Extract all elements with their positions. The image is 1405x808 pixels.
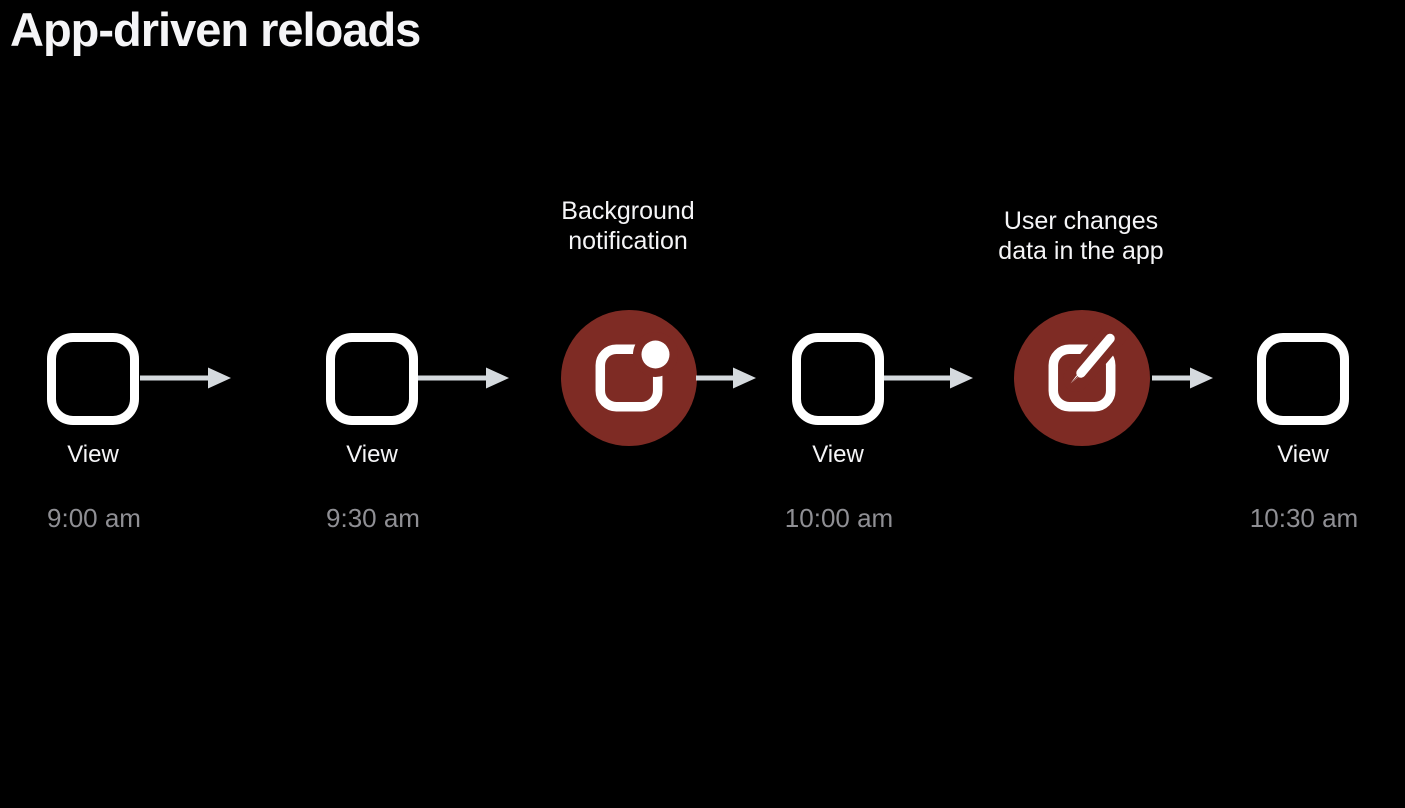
time-label-3: 10:00 am <box>784 503 894 533</box>
view-square-icon <box>1257 333 1349 425</box>
event-caption-notification: Background notification <box>561 197 695 255</box>
arrow-right-icon <box>1152 367 1213 389</box>
view-node-label: View <box>67 441 119 468</box>
view-square-icon <box>326 333 418 425</box>
view-square-icon <box>792 333 884 425</box>
view-node-2: View <box>326 333 418 469</box>
view-node-label: View <box>812 441 864 468</box>
view-node-label: View <box>1277 441 1329 468</box>
arrow-right-icon <box>418 367 509 389</box>
app-badge-notification-icon <box>595 332 678 412</box>
time-label-1: 9:00 am <box>47 503 141 533</box>
time-label-2: 9:30 am <box>326 503 420 533</box>
arrow-right-icon <box>140 367 231 389</box>
view-node-4: View <box>1257 333 1349 469</box>
view-node-1: View <box>47 333 139 469</box>
time-label-4: 10:30 am <box>1249 503 1359 533</box>
arrow-right-icon <box>884 367 973 389</box>
square-and-pencil-icon <box>1048 328 1129 412</box>
event-caption-user-edit: User changes data in the app <box>998 207 1164 265</box>
page-title: App-driven reloads <box>10 3 421 56</box>
event-node-notification <box>561 310 697 446</box>
event-node-user-edit <box>1014 310 1150 446</box>
view-square-icon <box>47 333 139 425</box>
arrow-right-icon <box>696 367 756 389</box>
view-node-3: View <box>792 333 884 469</box>
view-node-label: View <box>346 441 398 468</box>
